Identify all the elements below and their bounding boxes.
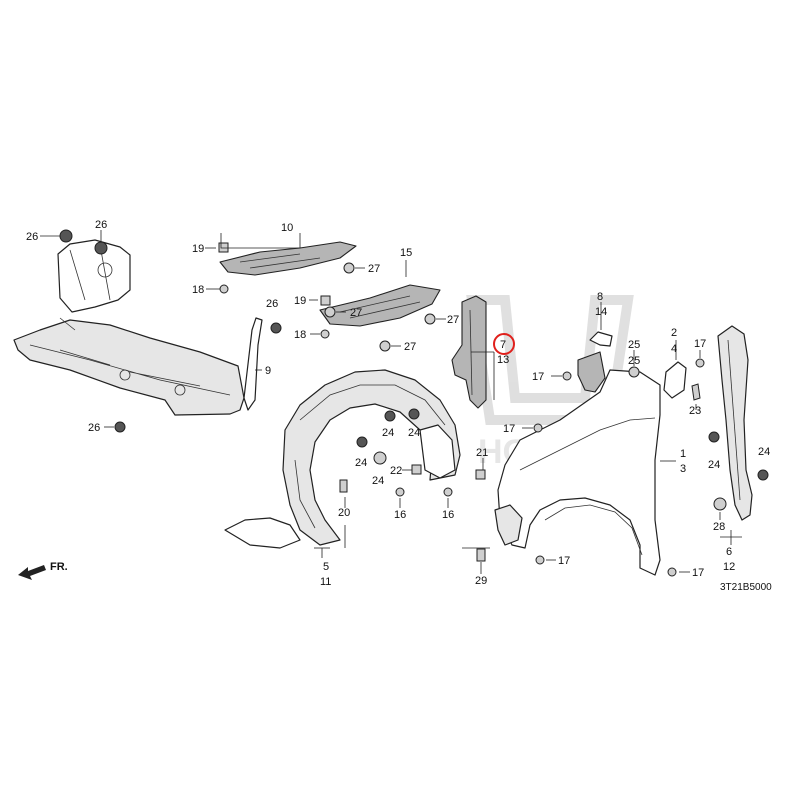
front-fender-liner[interactable] — [224, 369, 461, 549]
callout-10: 10 — [281, 222, 293, 234]
callout-24: 24 — [372, 475, 384, 487]
callout-labels: 26 26 26 26 9 10 19 18 27 15 19 18 27 27… — [26, 219, 770, 588]
callout-24: 24 — [408, 427, 420, 439]
clip-24-e[interactable] — [708, 431, 720, 443]
front-direction-arrow: FR. — [18, 561, 68, 580]
callout-5: 5 — [323, 561, 329, 573]
callout-15: 15 — [400, 247, 412, 259]
callout-17: 17 — [692, 567, 704, 579]
clip-20[interactable] — [339, 479, 348, 493]
grommet-19-a[interactable] — [218, 242, 229, 253]
bolt-29[interactable] — [476, 548, 486, 562]
callout-17: 17 — [558, 555, 570, 567]
callout-9: 9 — [265, 365, 271, 377]
clip-21[interactable] — [475, 469, 486, 480]
screw-18-a[interactable] — [219, 284, 229, 294]
clip-24-a[interactable] — [384, 410, 396, 422]
screw-16-b[interactable] — [443, 487, 453, 497]
callout-3: 3 — [680, 463, 686, 475]
callout-27: 27 — [404, 341, 416, 353]
fender-bracket[interactable] — [663, 361, 687, 399]
fender-side-seal[interactable] — [717, 325, 753, 521]
callout-26: 26 — [95, 219, 107, 231]
screw-18-b[interactable] — [320, 329, 330, 339]
callout-27: 27 — [350, 307, 362, 319]
callout-29: 29 — [475, 575, 487, 587]
callout-22: 22 — [390, 465, 402, 477]
callout-17: 17 — [532, 371, 544, 383]
clip-26-a[interactable] — [59, 229, 73, 243]
callout-25: 25 — [628, 339, 640, 351]
callout-20: 20 — [338, 507, 350, 519]
clip-26-d[interactable] — [270, 322, 282, 334]
callout-28: 28 — [713, 521, 725, 533]
splash-shield-lower[interactable] — [319, 284, 441, 327]
callout-6: 6 — [726, 546, 732, 558]
leader-lines — [40, 230, 742, 574]
callout-13: 13 — [497, 354, 509, 366]
splash-shield-upper[interactable] — [219, 241, 357, 276]
screw-16-a[interactable] — [395, 487, 405, 497]
callout-27: 27 — [447, 314, 459, 326]
callout-11: 11 — [320, 576, 331, 588]
front-under-cover[interactable] — [13, 239, 263, 416]
callout-18: 18 — [294, 329, 306, 341]
fender-garnish[interactable] — [577, 331, 613, 393]
nut-27-b[interactable] — [324, 306, 336, 318]
callout-17: 17 — [694, 338, 706, 350]
callout-18: 18 — [192, 284, 204, 296]
direction-label: FR. — [50, 561, 68, 573]
callout-19: 19 — [294, 295, 306, 307]
diagram-code: 3T21B5000 — [720, 582, 772, 593]
clip-26-b[interactable] — [94, 241, 108, 255]
callout-26: 26 — [266, 298, 278, 310]
clip-25-a[interactable] — [628, 366, 640, 378]
nut-27-c[interactable] — [424, 313, 436, 325]
callout-7[interactable]: 7 — [500, 339, 506, 351]
clip-22[interactable] — [411, 464, 422, 475]
clip-24-d[interactable] — [373, 451, 387, 465]
callout-1: 1 — [680, 448, 686, 460]
callout-12: 12 — [723, 561, 735, 573]
bolt-17-c[interactable] — [535, 555, 545, 565]
callout-21: 21 — [476, 447, 488, 459]
nut-27-d[interactable] — [379, 340, 391, 352]
callout-27: 27 — [368, 263, 380, 275]
callout-8: 8 — [597, 291, 603, 303]
callout-19: 19 — [192, 243, 204, 255]
callout-26: 26 — [88, 422, 100, 434]
nut-27-a[interactable] — [343, 262, 355, 274]
highlight-circle — [493, 333, 515, 355]
bolt-17-d[interactable] — [667, 567, 677, 577]
grommet-19-b[interactable] — [320, 295, 331, 306]
clip-24-c[interactable] — [356, 436, 368, 448]
callout-24: 24 — [355, 457, 367, 469]
callout-16: 16 — [394, 509, 406, 521]
callout-17: 17 — [503, 423, 515, 435]
callout-16: 16 — [442, 509, 454, 521]
bolt-17-a[interactable] — [562, 371, 572, 381]
callout-24: 24 — [382, 427, 394, 439]
callout-25: 25 — [628, 355, 640, 367]
fender-seal[interactable] — [451, 295, 487, 409]
front-fender[interactable] — [494, 369, 661, 576]
callout-14: 14 — [595, 306, 607, 318]
callout-2: 2 — [671, 327, 677, 339]
callout-23: 23 — [689, 405, 701, 417]
bolt-23[interactable] — [691, 383, 701, 401]
callout-24: 24 — [708, 459, 720, 471]
callout-26: 26 — [26, 231, 38, 243]
bolt-17-e[interactable] — [695, 358, 705, 368]
callout-4: 4 — [671, 343, 677, 355]
clip-26-c[interactable] — [114, 421, 126, 433]
clip-24-b[interactable] — [408, 408, 420, 420]
callout-24: 24 — [758, 446, 770, 458]
clip-28[interactable] — [713, 497, 727, 511]
clip-24-f[interactable] — [757, 469, 769, 481]
bolt-17-b[interactable] — [533, 423, 543, 433]
